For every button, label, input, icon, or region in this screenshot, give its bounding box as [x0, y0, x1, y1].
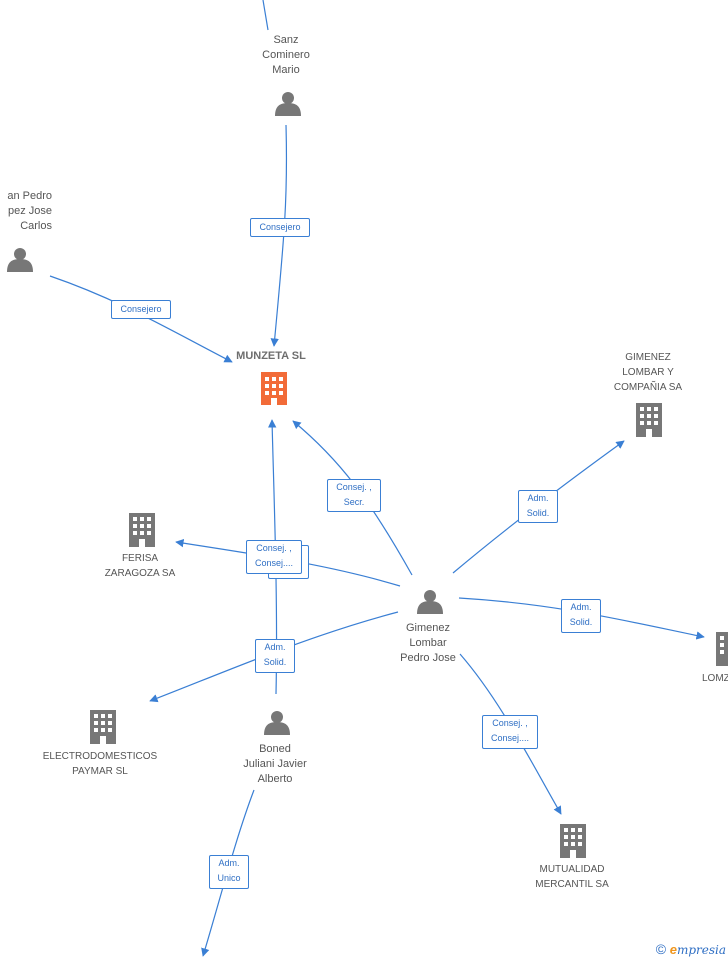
edge-label-juanpedro-munzeta[interactable]: Consejero [111, 300, 171, 319]
copyright-icon: © [655, 941, 667, 957]
node-label-lomz[interactable]: LOMZ [702, 673, 728, 684]
node-label-sanz[interactable]: Sanz Cominero Mario [262, 34, 310, 76]
person-icon [275, 92, 301, 116]
node-label-gimenez-pedro[interactable]: Gimenez Lombar Pedro Jose [400, 622, 456, 664]
edge-label-gimenez-munzeta[interactable]: Consej. , Secr. [327, 479, 381, 512]
building-icon [261, 372, 287, 405]
brand-e: e [669, 942, 677, 957]
node-label-gimenez-compania[interactable]: GIMENEZ LOMBAR Y COMPAÑIA SA [613, 352, 683, 393]
edge-label-gimenez-compania[interactable]: Adm. Solid. [518, 490, 558, 523]
edge-label-sanz-munzeta[interactable]: Consejero [250, 218, 310, 237]
node-label-electrodomesticos[interactable]: ELECTRODOMESTICOS PAYMAR SL [42, 751, 158, 777]
brand-name: mpresia [676, 943, 726, 957]
node-label-ferisa[interactable]: FERISA ZARAGOZA SA [104, 553, 176, 579]
person-icon [417, 590, 443, 614]
person-icon [7, 248, 33, 272]
edge-label-gimenez-ferisa[interactable]: Consej. , Consej.... [246, 540, 302, 574]
edge-top-sanz [262, 0, 269, 31]
edge-juanpedro-munzeta [49, 275, 233, 363]
building-icon [716, 632, 728, 666]
building-icon [129, 513, 155, 547]
edge-label-gimenez-lomz[interactable]: Adm. Solid. [561, 599, 601, 633]
building-icon [636, 403, 662, 437]
node-label-munzeta[interactable]: MUNZETA SL [236, 350, 306, 362]
brand-logo: © empresia [656, 941, 726, 957]
edge-label-boned-down[interactable]: Adm. Unico [209, 855, 249, 889]
building-icon [560, 824, 586, 858]
node-label-mutualidad[interactable]: MUTUALIDAD MERCANTIL SA [535, 864, 609, 890]
edge-label-gimenez-electro[interactable]: Adm. Solid. [255, 639, 295, 673]
node-label-boned[interactable]: Boned Juliani Javier Alberto [243, 743, 307, 785]
node-label-juan-pedro[interactable]: an Pedro pez Jose Carlos [7, 190, 52, 232]
person-icon [264, 711, 290, 735]
edge-label-gimenez-mutualidad[interactable]: Consej. , Consej.... [482, 715, 538, 749]
building-icon [90, 710, 116, 744]
